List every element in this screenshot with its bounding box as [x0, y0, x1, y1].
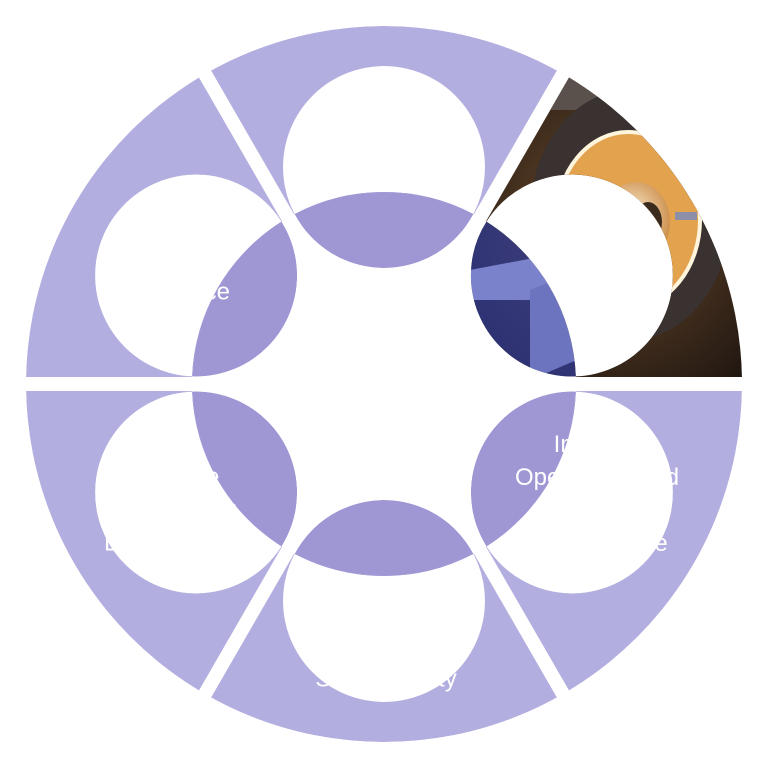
segment-outer-band — [396, 391, 742, 742]
label-line: Enhance — [124, 463, 220, 491]
segment-label-sustain-athletic-excellence: Sustain Athletic Excellence — [114, 210, 230, 309]
mri-bore-depth — [634, 202, 662, 242]
label-line: Improve — [553, 431, 641, 458]
photo-ceiling — [520, 70, 742, 110]
segment-outer-band — [26, 26, 372, 377]
label-line: Sustainability — [315, 665, 457, 693]
segment-bottom-left — [26, 391, 372, 742]
mri-panel-left — [565, 212, 587, 220]
label-line: Financial — [337, 632, 435, 660]
label-line: Stakeholder — [107, 496, 237, 524]
photo-tint-overlay — [396, 192, 576, 377]
label-line: Excellence — [325, 144, 443, 172]
segment-bottom-right — [396, 391, 742, 742]
label-line: Athletic — [132, 245, 212, 273]
inner-ring-line — [191, 191, 577, 370]
segment-top-left — [26, 26, 372, 377]
segment-top-right — [396, 40, 742, 377]
label-line: Increase — [339, 599, 433, 627]
mri-ring-light — [554, 130, 702, 310]
label-line: Infrastructure — [526, 530, 668, 557]
label-line: Excellence — [113, 278, 231, 306]
label-line: Sustain — [131, 212, 213, 240]
label-line: Enhance — [549, 497, 645, 524]
segment-label-enhance-stakeholder-engagement: Enhance Stakeholder Engagement — [104, 461, 240, 560]
label-line: Operations and — [514, 464, 680, 491]
label-line: Elevate — [343, 78, 425, 106]
segment-label-improve-operations: Improve Operations and Enhance Infrastru… — [515, 428, 679, 560]
segment-outer-band — [26, 391, 372, 742]
segment-label-elevate-academic-excellence: Elevate Academic Excellence — [326, 76, 442, 175]
label-line: Engagement — [103, 529, 241, 557]
label-line: Academic — [331, 111, 437, 139]
inner-ring-line — [191, 398, 577, 577]
mri-scanner-photo — [396, 40, 742, 377]
segment-label-increase-financial-sustainability: Increase Financial Sustainability — [315, 597, 456, 696]
mri-panel-right — [675, 212, 697, 220]
